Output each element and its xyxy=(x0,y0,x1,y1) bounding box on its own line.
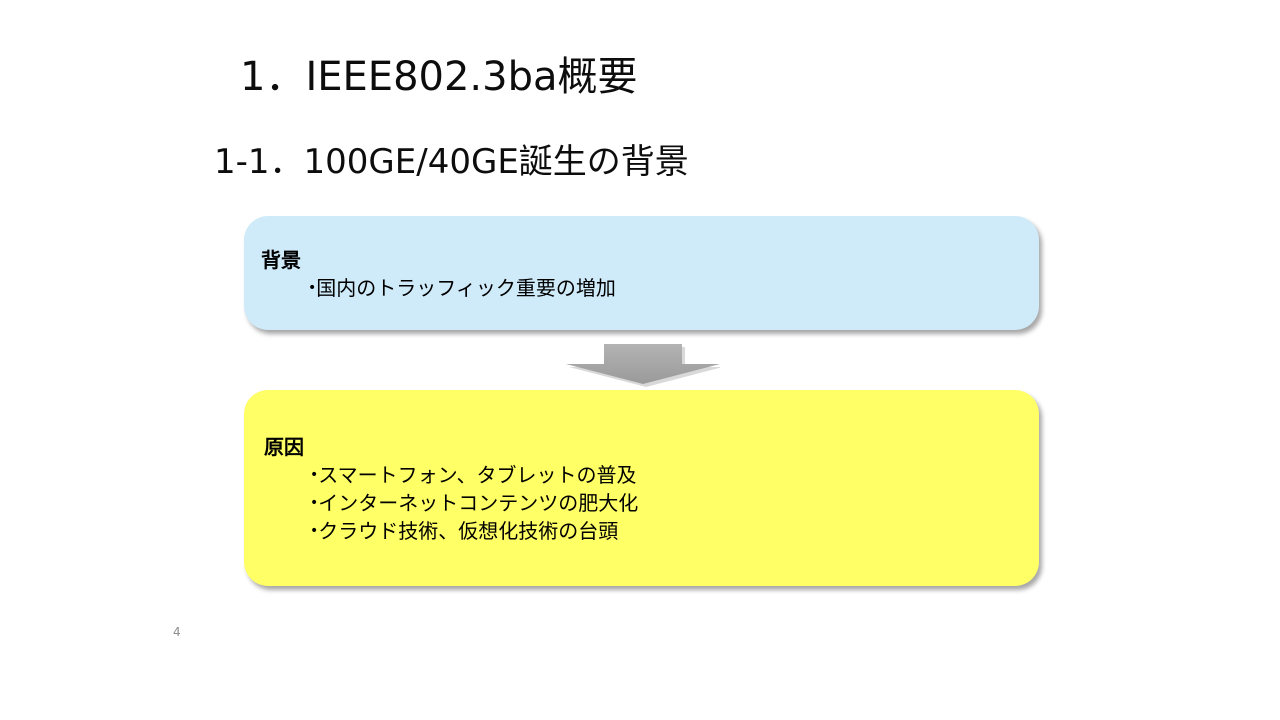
cause-box: 原因 •スマートフォン、タブレットの普及 •インターネットコンテンツの肥大化 •… xyxy=(244,390,1039,586)
cause-item-text: クラウド技術、仮想化技術の台頭 xyxy=(318,519,619,543)
bullet-icon: • xyxy=(310,523,319,539)
cause-heading: 原因 xyxy=(264,435,304,459)
down-arrow-icon xyxy=(566,344,720,387)
list-item: •スマートフォン、タブレットの普及 xyxy=(310,461,638,489)
page-number: 4 xyxy=(173,625,181,639)
slide-subtitle: 1-1．100GE/40GE誕生の背景 xyxy=(214,142,689,182)
background-heading: 背景 xyxy=(261,248,301,272)
background-item-text: 国内のトラッフィック重要の増加 xyxy=(316,276,616,300)
background-list: •国内のトラッフィック重要の増加 xyxy=(308,274,616,302)
background-box: 背景 •国内のトラッフィック重要の増加 xyxy=(244,216,1039,330)
cause-list: •スマートフォン、タブレットの普及 •インターネットコンテンツの肥大化 •クラウ… xyxy=(310,461,638,545)
list-item: •インターネットコンテンツの肥大化 xyxy=(310,489,638,517)
cause-item-text: インターネットコンテンツの肥大化 xyxy=(318,491,639,515)
list-item: •クラウド技術、仮想化技術の台頭 xyxy=(310,517,638,545)
list-item: •国内のトラッフィック重要の増加 xyxy=(308,274,616,302)
bullet-icon: • xyxy=(310,495,319,511)
bullet-icon: • xyxy=(310,467,319,483)
cause-item-text: スマートフォン、タブレットの普及 xyxy=(318,463,637,487)
slide-title: 1．IEEE802.3ba概要 xyxy=(240,54,638,100)
bullet-icon: • xyxy=(308,280,317,296)
